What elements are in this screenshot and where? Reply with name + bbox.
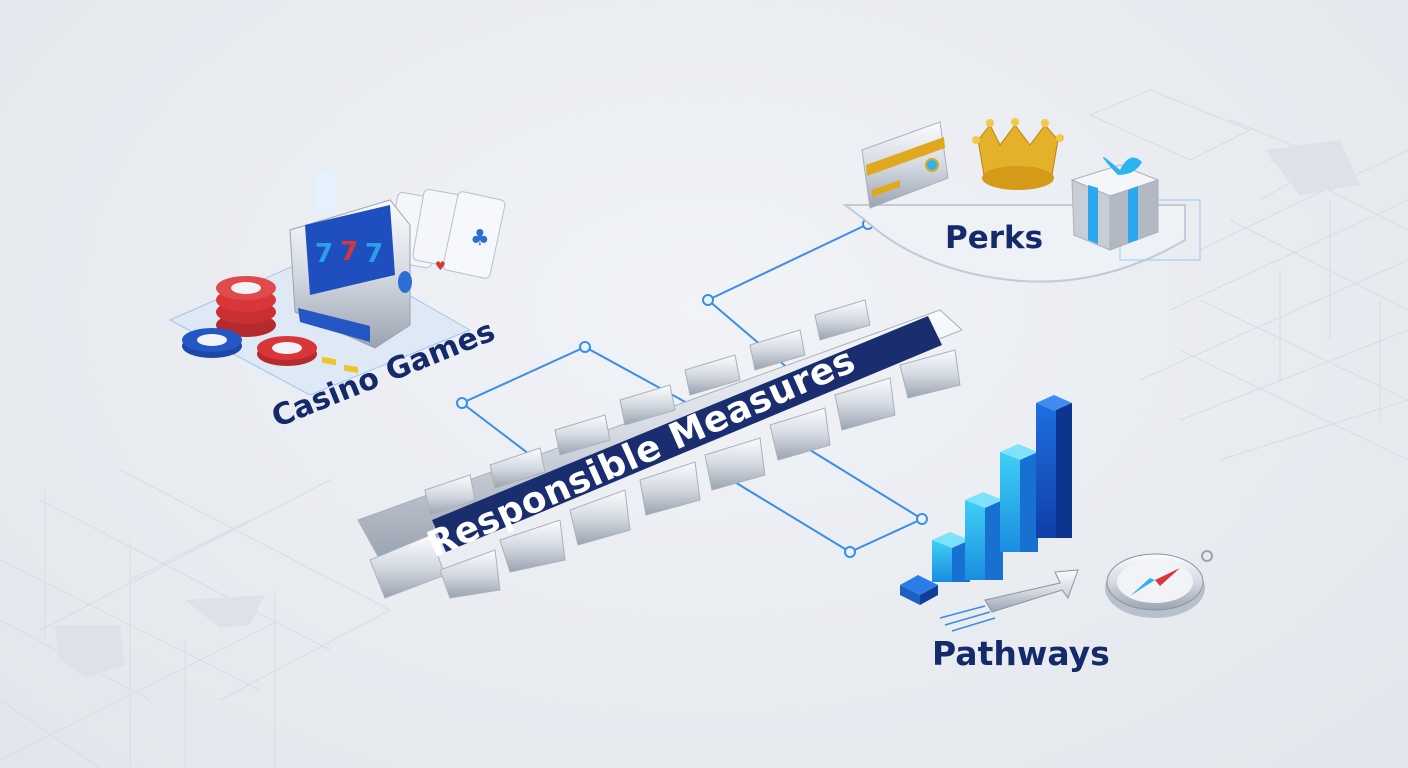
compass-icon <box>1105 550 1213 618</box>
svg-text:♥: ♥ <box>435 259 446 273</box>
svg-text:7: 7 <box>315 239 333 269</box>
growth-arrow-icon <box>939 569 1079 632</box>
playing-cards-icon: ♣ ♥ <box>386 189 506 279</box>
crown-icon <box>972 118 1064 190</box>
bar-chart-icon <box>900 395 1072 605</box>
slot-machine-icon: 7 7 7 <box>289 168 412 374</box>
svg-text:7: 7 <box>365 239 383 269</box>
svg-text:7: 7 <box>340 237 358 267</box>
node-dot <box>456 397 468 409</box>
poker-chips-icon <box>182 276 317 366</box>
credit-card-icon <box>861 121 949 209</box>
perks-label: Perks <box>945 220 1044 256</box>
svg-text:♣: ♣ <box>470 226 490 251</box>
gift-box-icon <box>1070 156 1160 251</box>
pathways-label: Pathways <box>932 634 1110 673</box>
